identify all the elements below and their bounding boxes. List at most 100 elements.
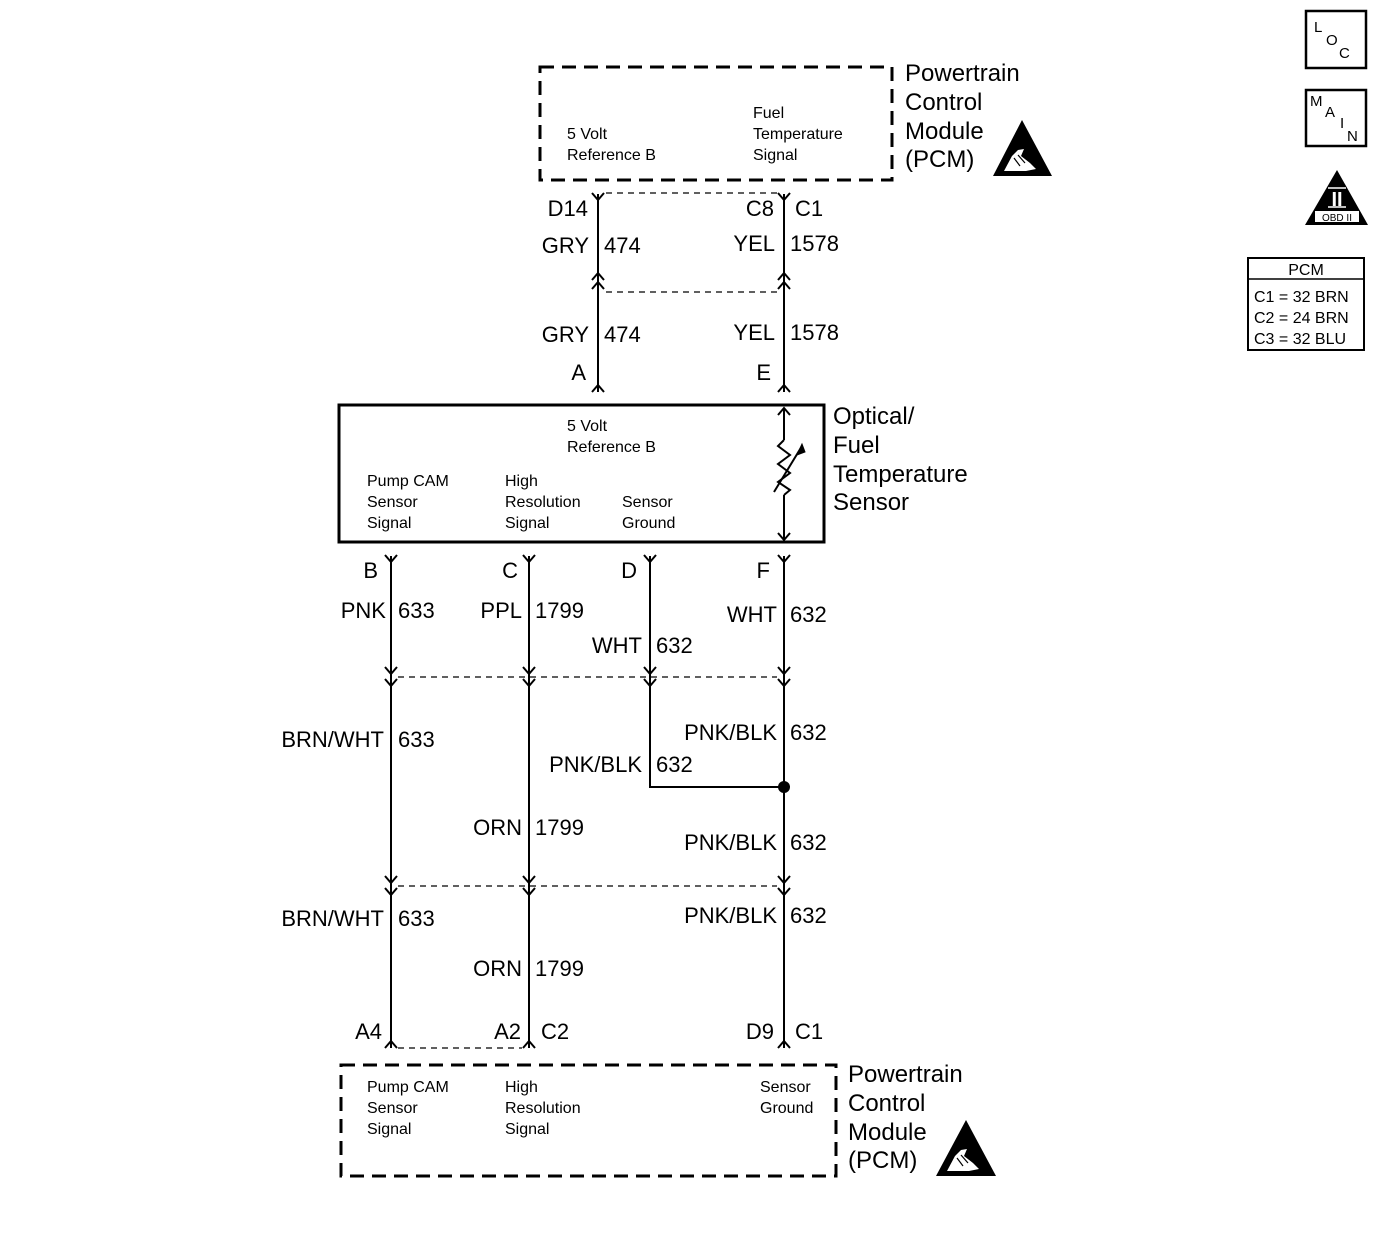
bottom-pcm-title-3: Module — [848, 1119, 927, 1146]
ground-f-terminal-top — [777, 554, 791, 564]
bottom-pcm-pump-cam-label-2: Sensor — [367, 1100, 418, 1117]
pcm-connector-table: PCM C1 = 32 BRN C2 = 24 BRN C3 = 32 BLU — [1247, 257, 1365, 351]
pump-cam-seg1-color: PNK — [341, 598, 387, 623]
pump-cam-sensor-cavity: B — [363, 558, 378, 583]
bottom-pcm-title-4: (PCM) — [848, 1147, 917, 1174]
top-pcm-fuel-label-2: Temperature — [753, 126, 843, 143]
high-res-seg3-circuit: 1799 — [535, 956, 584, 981]
main-icon-letter-2: A — [1325, 104, 1335, 121]
pump-cam-seg3-circuit: 633 — [398, 906, 435, 931]
pump-cam-terminal-1a — [384, 666, 398, 676]
pump-cam-terminal-top — [384, 554, 398, 564]
bottom-pcm-high-res-label-3: Signal — [505, 1121, 549, 1138]
ref-wire-terminal-mid-a — [591, 271, 605, 281]
high-res-seg1-color: PPL — [480, 598, 522, 623]
ground-f-pcm-connector: C1 — [795, 1019, 823, 1044]
ref-wire-terminal-top — [591, 192, 605, 202]
sensor-ground-label-1: Sensor — [622, 494, 673, 511]
top-pcm-fuel-label-3: Signal — [753, 147, 797, 164]
ground-d-terminal-1b — [643, 678, 657, 688]
pump-cam-terminal-2a — [384, 875, 398, 885]
top-pcm-title-1: Powertrain — [905, 60, 1020, 87]
pcm-table-row-1: C1 = 32 BRN — [1254, 289, 1349, 306]
sensor-high-res-label-2: Resolution — [505, 494, 581, 511]
high-res-pcm-cavity: A2 — [494, 1019, 521, 1044]
sensor-ref-label-2: Reference B — [567, 439, 656, 456]
main-icon-letter-4: N — [1347, 128, 1358, 145]
ground-f-seg3-circuit: 632 — [790, 830, 827, 855]
fuel-wire-seg2-color: YEL — [733, 320, 775, 345]
pcm-table-header: PCM — [1288, 262, 1324, 279]
fuel-wire-terminal-bottom — [777, 383, 791, 393]
sensor-pump-cam-label-1: Pump CAM — [367, 473, 449, 490]
ground-d-seg1-color: WHT — [592, 633, 642, 658]
high-res-seg3-color: ORN — [473, 956, 522, 981]
sensor-box — [337, 403, 826, 544]
sensor-title-2: Fuel — [833, 432, 880, 459]
top-pcm-title-2: Control — [905, 89, 982, 116]
sensor-title-3: Temperature — [833, 461, 968, 488]
sensor-ground-label-2: Ground — [622, 515, 675, 532]
loc-icon-letter-3: C — [1339, 45, 1350, 62]
top-pcm-fuel-label-1: Fuel — [753, 105, 784, 122]
top-pcm-ref-label-2: Reference B — [567, 147, 656, 164]
lower-harness: B C D F PNK 633 PPL 1799 WHT 632 WHT 632… — [281, 554, 827, 1049]
fuel-wire-terminal-mid-a — [777, 271, 791, 281]
ground-d-seg2-circuit: 632 — [656, 752, 693, 777]
pump-cam-seg2-color: BRN/WHT — [281, 727, 384, 752]
sensor-pump-cam-label-2: Sensor — [367, 494, 418, 511]
high-res-terminal-2b — [522, 887, 536, 897]
bottom-pcm-high-res-label-2: Resolution — [505, 1100, 581, 1117]
fuel-wire-terminal-top — [777, 192, 791, 202]
fuel-wire-pcm-connector: C1 — [795, 196, 823, 221]
main-icon: M A I N — [1304, 88, 1368, 148]
loc-icon: L O C — [1304, 9, 1368, 70]
high-res-sensor-cavity: C — [502, 558, 518, 583]
high-res-seg2-color: ORN — [473, 815, 522, 840]
ground-splice-dot — [778, 781, 790, 793]
high-res-pcm-connector: C2 — [541, 1019, 569, 1044]
top-pcm-box — [538, 65, 894, 182]
high-res-terminal-1b — [522, 678, 536, 688]
obd-ii-numeral: II — [1331, 189, 1342, 211]
ref-wire-sensor-cavity: A — [571, 360, 586, 385]
ground-f-seg3-color: PNK/BLK — [684, 830, 777, 855]
top-pcm: 5 Volt Reference B Fuel Temperature Sign… — [538, 60, 1052, 182]
bottom-pcm-pump-cam-label-3: Signal — [367, 1121, 411, 1138]
sensor-ref-label-1: 5 Volt — [567, 418, 608, 435]
bottom-pcm-high-res-label-1: High — [505, 1079, 538, 1096]
high-res-seg1-circuit: 1799 — [535, 598, 584, 623]
ref-wire-terminal-mid-b — [591, 280, 605, 290]
pump-cam-seg1-circuit: 633 — [398, 598, 435, 623]
ground-f-terminal-1b — [777, 678, 791, 688]
sensor-high-res-label-1: High — [505, 473, 538, 490]
pump-cam-seg2-circuit: 633 — [398, 727, 435, 752]
pump-cam-terminal-1b — [384, 678, 398, 688]
fuel-wire-seg2-circuit: 1578 — [790, 320, 839, 345]
ground-f-terminal-bottom — [777, 1039, 791, 1049]
bottom-pcm-ground-label-1: Sensor — [760, 1079, 811, 1096]
pump-cam-terminal-bottom — [384, 1039, 398, 1049]
ref-wire-seg1-circuit: 474 — [604, 233, 641, 258]
ground-d-sensor-cavity: D — [621, 558, 637, 583]
ref-wire-seg2-color: GRY — [542, 322, 590, 347]
ground-f-terminal-2a — [777, 875, 791, 885]
bottom-pcm-title-1: Powertrain — [848, 1061, 963, 1088]
ref-wire-pcm-cavity: D14 — [548, 196, 588, 221]
ground-d-terminal-1a — [643, 666, 657, 676]
pump-cam-terminal-2b — [384, 887, 398, 897]
ground-f-seg1-circuit: 632 — [790, 602, 827, 627]
top-pcm-ref-label-1: 5 Volt — [567, 126, 608, 143]
ref-wire-seg1-color: GRY — [542, 233, 590, 258]
ground-f-sensor-cavity: F — [757, 558, 770, 583]
bottom-pcm: Pump CAM Sensor Signal High Resolution S… — [339, 1061, 996, 1178]
esd-warning-icon — [936, 1120, 996, 1176]
ground-f-seg2-color: PNK/BLK — [684, 720, 777, 745]
fuel-wire-sensor-cavity: E — [756, 360, 771, 385]
ground-d-wire-line — [649, 556, 784, 788]
thermistor-symbol — [773, 406, 806, 542]
obd-ii-label: OBD II — [1322, 213, 1352, 224]
obd-ii-icon: II OBD II — [1305, 170, 1368, 225]
